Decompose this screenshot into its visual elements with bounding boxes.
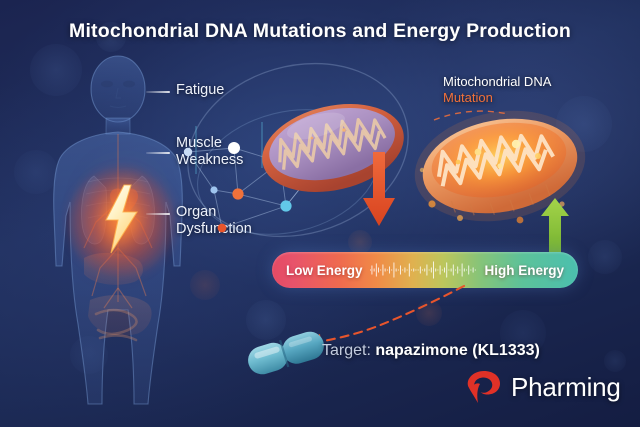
cristae-energized: [436, 133, 555, 187]
leader-line-organ-dysfunction: [146, 213, 170, 215]
target-drug-label: Target: napazimone (KL1333): [322, 342, 540, 360]
symptom-label-muscle-weakness: Muscle Weakness: [176, 135, 244, 168]
mitochondrion-normal: [262, 103, 404, 193]
energy-gradient-bar: Low Energy: [272, 252, 578, 288]
leader-line-muscle-weakness: [146, 152, 170, 154]
target-prefix: Target:: [322, 342, 376, 359]
cristae-normal: [278, 117, 387, 170]
network-node-pale: [183, 147, 193, 157]
annotation-line-2: Mutation: [443, 90, 493, 105]
network-node-red: [217, 223, 227, 233]
network-node-orange: [232, 188, 244, 200]
pharming-logo-mark-icon: [467, 371, 500, 403]
down-arrow-energy-decrease: [363, 152, 395, 226]
annotation-line-1: Mitochondrial DNA: [443, 74, 552, 89]
orbit-ring-outer: [187, 62, 409, 238]
low-energy-label: Low Energy: [286, 262, 363, 278]
network-node-cyan: [280, 200, 292, 212]
target-drug-name: napazimone (KL1333): [375, 342, 540, 359]
symptom-label-fatigue: Fatigue: [176, 82, 225, 98]
energy-waveform-icon: [369, 261, 476, 279]
pharming-logo-text: Pharming: [511, 371, 621, 402]
network-node-white: [228, 142, 240, 154]
human-body-figure: [28, 52, 208, 427]
network-node-small: [210, 186, 218, 194]
up-arrow-energy-increase: [541, 198, 569, 260]
leader-line-fatigue: [146, 91, 170, 93]
pharming-logo: Pharming: [466, 370, 621, 404]
symptom-label-organ-dysfunction: Organ Dysfunction: [176, 204, 252, 237]
page-title: Mitochondrial DNA Mutations and Energy P…: [69, 20, 571, 42]
lightning-bolt-icon: [105, 184, 139, 254]
mtdna-mutation-annotation: Mitochondrial DNA Mutation: [443, 74, 551, 106]
matrix-energized: [431, 122, 567, 198]
capsule-pill-icon: [248, 331, 324, 375]
mitochondrion-energized: [414, 110, 586, 224]
mutation-marker-dashed: [433, 110, 509, 121]
high-energy-label: High Energy: [484, 262, 564, 278]
energy-sparks: [419, 139, 565, 224]
